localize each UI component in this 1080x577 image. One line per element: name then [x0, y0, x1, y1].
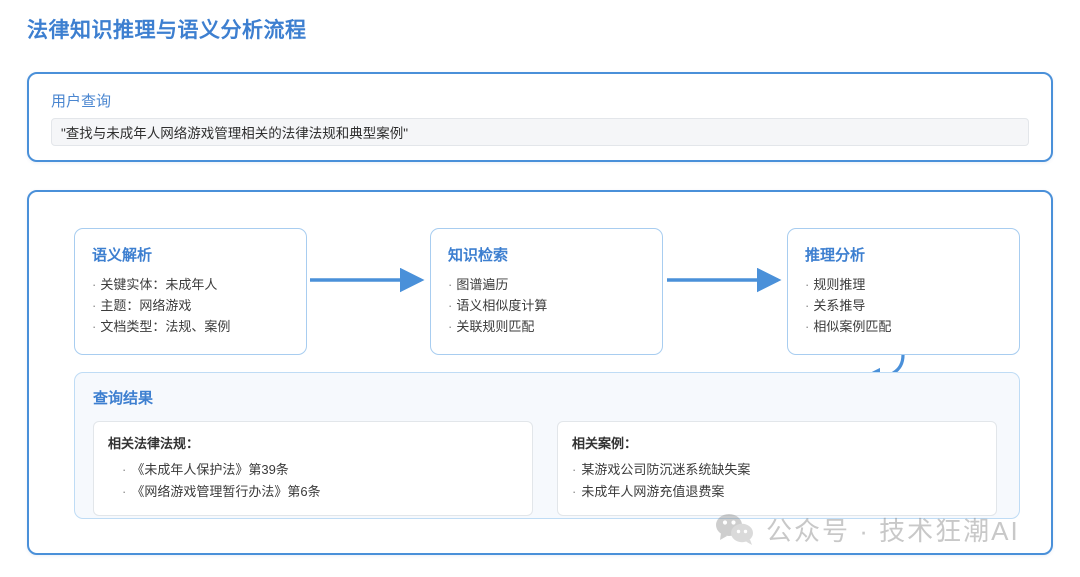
- stage-box-reasoning-analysis[interactable]: 推理分析 · 规则推理 · 关系推导 · 相似案例匹配: [787, 228, 1020, 355]
- stage-item-label: 主题：网络游戏: [100, 298, 192, 313]
- stage-item-label: 关联规则匹配: [456, 319, 535, 334]
- stage-item: · 关键实体：未成年人: [92, 274, 289, 295]
- result-item: · 《网络游戏管理暂行办法》第6条: [108, 481, 518, 503]
- stage-item: · 主题：网络游戏: [92, 295, 289, 316]
- stage-item-label: 相似案例匹配: [813, 319, 892, 334]
- stage-item: · 文档类型：法规、案例: [92, 316, 289, 337]
- user-query-panel: 用户查询 "查找与未成年人网络游戏管理相关的法律法规和典型案例": [27, 72, 1053, 162]
- bullet-dot: ·: [92, 277, 97, 292]
- bullet-dot: ·: [805, 298, 810, 313]
- result-card-title: 相关法律法规：: [108, 436, 200, 451]
- bullet-dot: ·: [805, 277, 810, 292]
- user-query-value: "查找与未成年人网络游戏管理相关的法律法规和典型案例": [61, 126, 409, 141]
- result-card-title: 相关案例：: [572, 436, 638, 451]
- result-item-label: 未成年人网游充值退费案: [581, 484, 725, 499]
- flow-container: 语义解析 · 关键实体：未成年人 · 主题：网络游戏 · 文档类型：法规、案例 …: [27, 190, 1053, 555]
- bullet-dot: ·: [572, 484, 577, 499]
- bullet-dot: ·: [448, 319, 453, 334]
- bullet-dot: ·: [448, 277, 453, 292]
- result-card-laws[interactable]: 相关法律法规： · 《未成年人保护法》第39条 · 《网络游戏管理暂行办法》第6…: [93, 421, 533, 516]
- result-card-cases[interactable]: 相关案例： · 某游戏公司防沉迷系统缺失案 · 未成年人网游充值退费案: [557, 421, 997, 516]
- stage-title: 语义解析: [92, 247, 153, 264]
- stage-box-semantic-parsing[interactable]: 语义解析 · 关键实体：未成年人 · 主题：网络游戏 · 文档类型：法规、案例: [74, 228, 307, 355]
- result-item-label: 《未成年人保护法》第39条: [131, 462, 289, 477]
- results-title: 查询结果: [93, 390, 154, 407]
- result-item-label: 某游戏公司防沉迷系统缺失案: [581, 462, 751, 477]
- stage-item: · 图谱遍历: [448, 274, 645, 295]
- bullet-dot: ·: [572, 462, 577, 477]
- results-columns: 相关法律法规： · 《未成年人保护法》第39条 · 《网络游戏管理暂行办法》第6…: [93, 421, 1001, 516]
- bullet-dot: ·: [92, 298, 97, 313]
- stage-item: · 语义相似度计算: [448, 295, 645, 316]
- bullet-dot: ·: [122, 462, 127, 477]
- stage-item-label: 语义相似度计算: [456, 298, 548, 313]
- bullet-dot: ·: [122, 484, 127, 499]
- stage-item-label: 关键实体：未成年人: [100, 277, 218, 292]
- stage-box-knowledge-retrieval[interactable]: 知识检索 · 图谱遍历 · 语义相似度计算 · 关联规则匹配: [430, 228, 663, 355]
- stage-item-label: 图谱遍历: [456, 277, 509, 292]
- stage-item: · 相似案例匹配: [805, 316, 1002, 337]
- user-query-input[interactable]: "查找与未成年人网络游戏管理相关的法律法规和典型案例": [51, 118, 1029, 146]
- bullet-dot: ·: [92, 319, 97, 334]
- page-title: 法律知识推理与语义分析流程: [27, 19, 307, 42]
- bullet-dot: ·: [448, 298, 453, 313]
- stage-item-label: 文档类型：法规、案例: [100, 319, 231, 334]
- user-query-label: 用户查询: [51, 93, 112, 110]
- stage-title: 知识检索: [448, 247, 509, 264]
- result-item-label: 《网络游戏管理暂行办法》第6条: [131, 484, 321, 499]
- query-results-panel: 查询结果 相关法律法规： · 《未成年人保护法》第39条 · 《网络游戏管理暂行…: [74, 372, 1020, 519]
- result-item: · 未成年人网游充值退费案: [572, 481, 982, 503]
- stage-item: · 规则推理: [805, 274, 1002, 295]
- bullet-dot: ·: [805, 319, 810, 334]
- result-item: · 某游戏公司防沉迷系统缺失案: [572, 459, 982, 481]
- stage-item-label: 规则推理: [813, 277, 866, 292]
- stage-item: · 关系推导: [805, 295, 1002, 316]
- result-item: · 《未成年人保护法》第39条: [108, 459, 518, 481]
- stage-item: · 关联规则匹配: [448, 316, 645, 337]
- stage-title: 推理分析: [805, 247, 866, 264]
- stage-item-label: 关系推导: [813, 298, 866, 313]
